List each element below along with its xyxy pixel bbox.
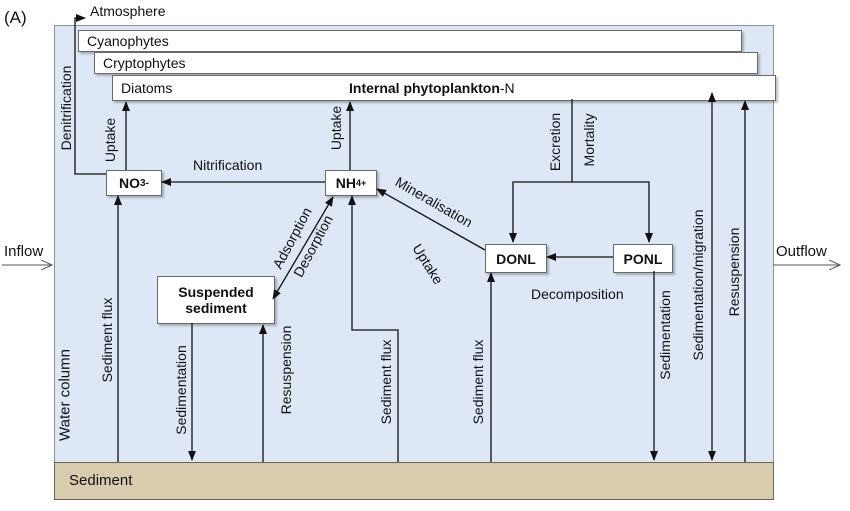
diatoms-label: Diatoms <box>121 80 173 96</box>
excretion-label: Excretion <box>547 112 563 172</box>
outflow-label: Outflow <box>776 243 827 260</box>
sediment-flux-nh4-label: Sediment flux <box>378 339 394 425</box>
decomposition-label: Decomposition <box>531 286 624 302</box>
cyanophytes-label: Cyanophytes <box>87 33 169 49</box>
mortality-arrow <box>572 181 653 243</box>
cyanophytes-box: Cyanophytes <box>78 30 742 52</box>
uptake-no3-label: Uptake <box>102 117 118 163</box>
denitrification-arrow <box>74 14 106 175</box>
mineralisation-arrow <box>376 188 486 251</box>
denitrification-label: Denitrification <box>58 65 74 151</box>
sedimentation-ss-label: Sedimentation <box>173 345 189 435</box>
mortality-label: Mortality <box>581 113 597 167</box>
atmosphere-label: Atmosphere <box>90 3 166 19</box>
sediment-layer: Sediment <box>54 462 774 500</box>
sediment-flux-no3-label: Sediment flux <box>99 297 115 383</box>
excretion-arrow <box>509 181 572 243</box>
inflow-label: Inflow <box>4 243 44 260</box>
sediment-flux-donl-label: Sediment flux <box>470 339 486 425</box>
internal-phytoplankton-n-label: Internal phytoplankton-N <box>349 80 515 96</box>
ponl-node: PONL <box>613 244 673 273</box>
resuspension-phyto-label: Resuspension <box>726 227 742 317</box>
diatoms-box: Diatoms Internal phytoplankton-N <box>112 75 776 101</box>
panel-label: (A) <box>4 8 27 27</box>
nitrification-label: Nitrification <box>193 157 263 173</box>
cryptophytes-box: Cryptophytes <box>94 52 758 74</box>
uptake-nh4-label: Uptake <box>328 105 344 151</box>
sediment-flux-nh4-arrow <box>348 195 399 462</box>
suspended-sediment-node: Suspended sediment <box>157 276 275 324</box>
sedimentation-migration-label: Sedimentation/migration <box>690 209 706 361</box>
adsorption-desorption-arrow <box>272 196 334 300</box>
resuspension-ss-label: Resuspension <box>278 325 294 415</box>
cryptophytes-label: Cryptophytes <box>103 55 186 71</box>
sediment-label: Sediment <box>69 472 133 489</box>
sedimentation-ponl-label: Sedimentation <box>657 290 673 380</box>
